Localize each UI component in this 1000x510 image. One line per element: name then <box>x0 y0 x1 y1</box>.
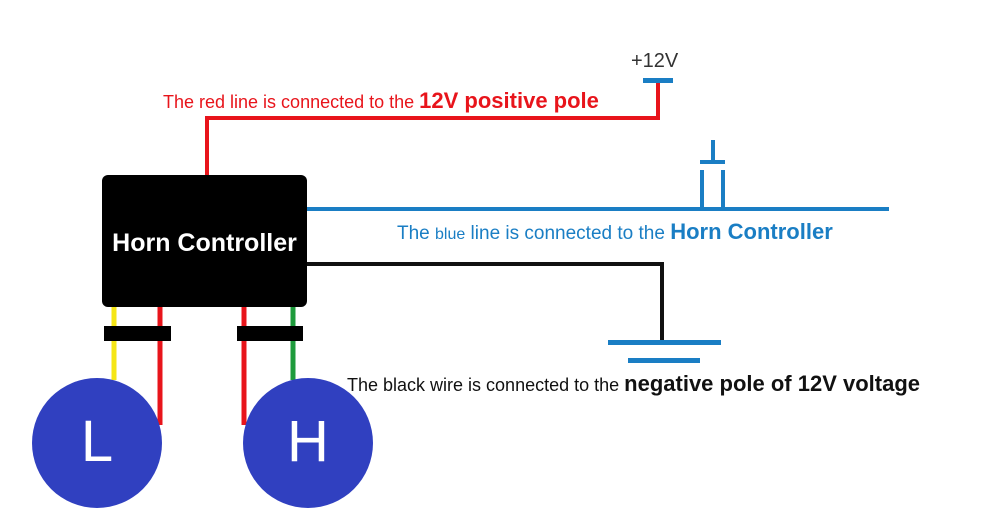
black-wire-caption: The black wire is connected to the negat… <box>347 371 920 397</box>
red-wire <box>205 80 660 175</box>
blue-caption-color-word: blue <box>435 226 466 243</box>
positive-terminal-icon <box>643 78 673 83</box>
red-caption-emphasis: 12V positive pole <box>419 88 599 113</box>
black-caption-prefix: The black wire is connected to the <box>347 375 625 395</box>
horn-high: H <box>243 378 373 508</box>
ground-icon <box>608 340 721 363</box>
blue-caption-prefix: The <box>397 223 436 244</box>
connector-h <box>237 326 303 341</box>
positive-voltage-label: +12V <box>631 50 679 72</box>
horn-low: L <box>32 378 162 508</box>
red-wire-caption: The red line is connected to the 12V pos… <box>163 88 599 114</box>
blue-caption-middle: line is connected to the <box>465 223 671 244</box>
red-caption-prefix: The red line is connected to the <box>163 92 420 112</box>
black-caption-emphasis: negative pole of 12V voltage <box>624 371 921 396</box>
connector-l <box>104 326 171 341</box>
horn-high-label: H <box>287 409 329 474</box>
black-wire <box>307 262 664 342</box>
switch-icon <box>700 140 725 208</box>
blue-wire-caption: The blue line is connected to the Horn C… <box>397 219 833 245</box>
horn-low-label: L <box>80 409 114 474</box>
horn-controller-box: Horn Controller <box>102 175 307 307</box>
horn-controller-label: Horn Controller <box>112 229 297 257</box>
blue-caption-emphasis: Horn Controller <box>670 219 833 244</box>
